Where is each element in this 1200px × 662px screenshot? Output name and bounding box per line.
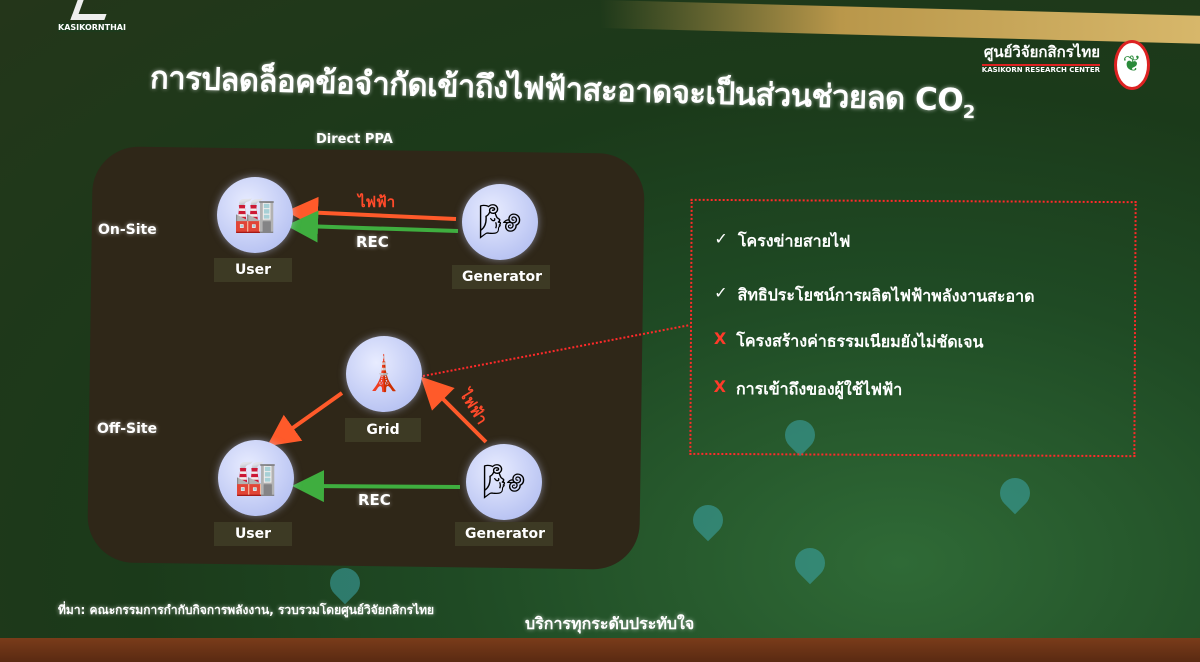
generator-wind-solar-icon: 🌬 (466, 444, 542, 520)
cross-icon: X (713, 328, 727, 349)
list-item: ✓โครงข่ายสายไฟ (714, 229, 850, 255)
kasikornthai-logo: KASIKORNTHAI (58, 0, 126, 36)
rec-label-onsite: REC (356, 233, 389, 251)
rec-label-offsite: REC (358, 491, 391, 509)
callout-line (422, 324, 691, 377)
kasikorn-leaf-icon: ❦ (1114, 40, 1150, 90)
electricity-arrow-gen-grid (420, 376, 488, 444)
user-label-offsite: User (214, 522, 292, 546)
rec-arrow-offsite (292, 470, 461, 503)
source-note: ที่มา: คณะกรรมการกำกับกิจการพลังงาน, รวบ… (58, 603, 435, 617)
kasikorn-research-logo: ศูนย์วิจัยกสิกรไทย KASIKORN RESEARCH CEN… (981, 40, 1100, 74)
grid-label: Grid (345, 418, 421, 442)
cross-icon: X (713, 376, 727, 397)
generator-label-offsite: Generator (455, 522, 553, 546)
conditions-box: ✓โครงข่ายสายไฟ ✓สิทธิประโยชน์การผลิตไฟฟ้… (689, 198, 1137, 458)
check-icon: ✓ (714, 282, 728, 303)
slogan: บริการทุกระดับประทับใจ (525, 614, 695, 633)
floor (0, 638, 1200, 662)
generator-wind-solar-icon: 🌬 (462, 184, 538, 260)
on-site-label: On-Site (98, 222, 157, 238)
list-item: ✓สิทธิประโยชน์การผลิตไฟฟ้าพลังงานสะอาด (714, 283, 1034, 310)
user-factory-icon: 🏭 (217, 177, 293, 253)
electricity-arrow-grid-user (266, 391, 344, 447)
user-factory-icon: 🏭 (218, 440, 294, 516)
user-label-onsite: User (214, 258, 292, 282)
electricity-arrow-onsite (286, 196, 457, 229)
grid-tower-icon: 🗼 (346, 336, 422, 412)
generator-label-onsite: Generator (452, 265, 550, 289)
electricity-label-onsite: ไฟฟ้า (358, 193, 396, 211)
rec-arrow-onsite (286, 210, 459, 243)
direct-ppa-heading: Direct PPA (316, 132, 393, 147)
check-icon: ✓ (714, 228, 728, 249)
off-site-label: Off-Site (97, 421, 158, 437)
